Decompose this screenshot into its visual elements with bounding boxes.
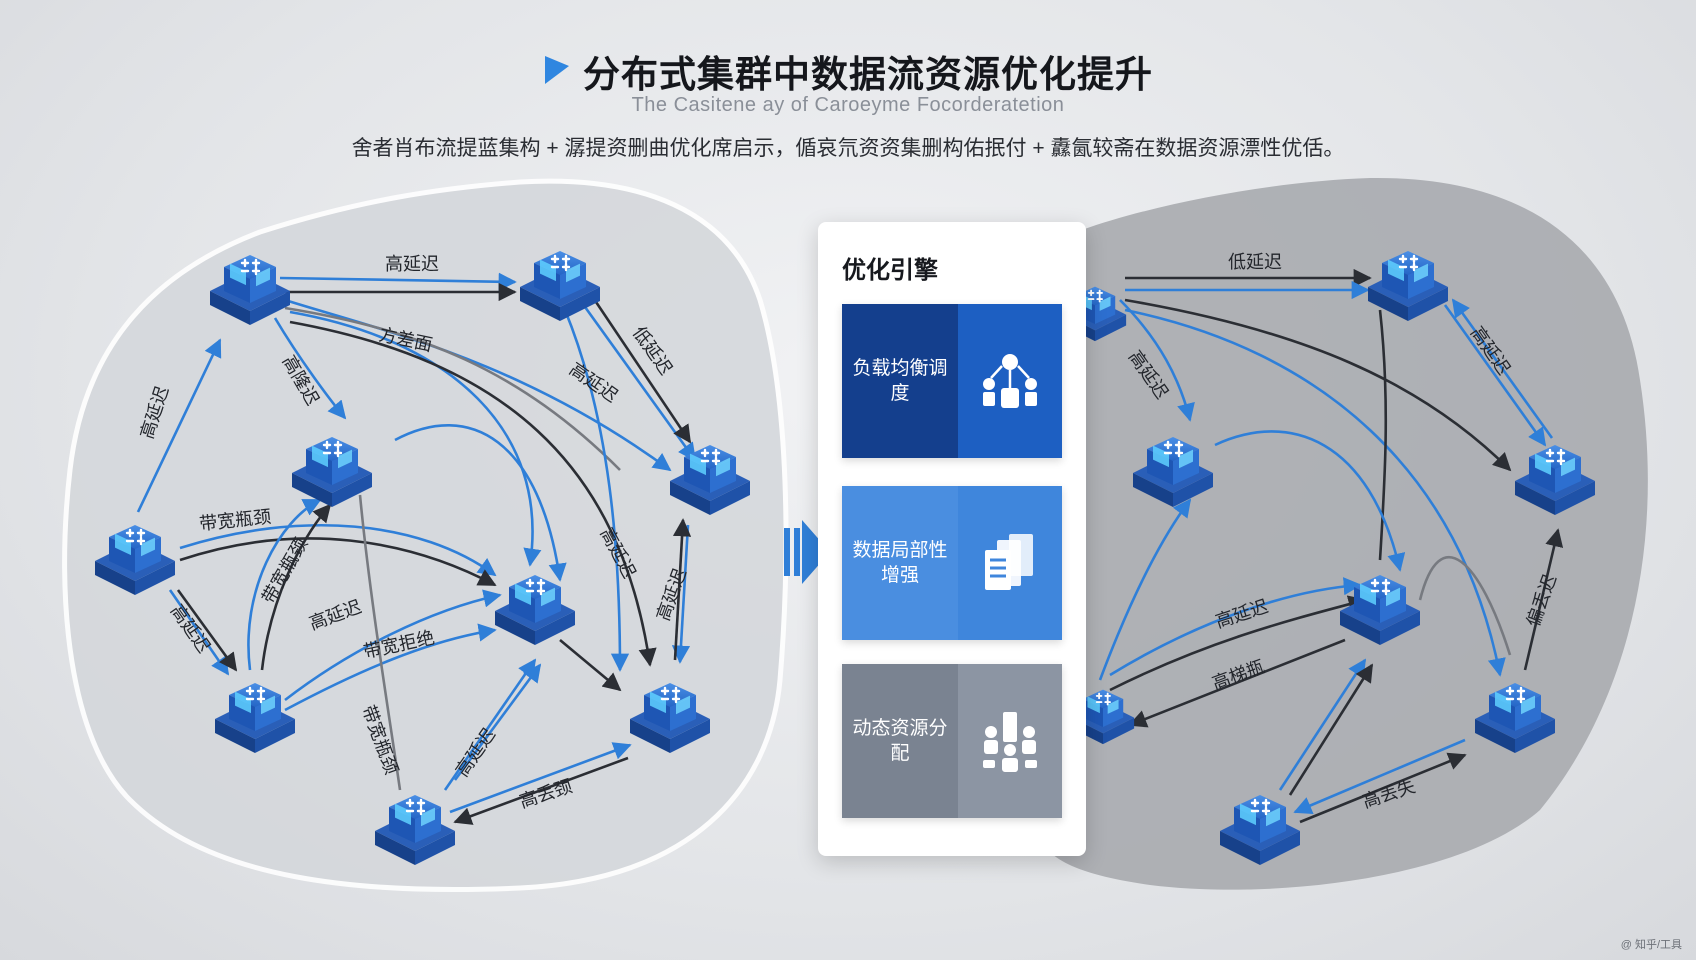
- dynamic-allocation-card[interactable]: 动态资源分配: [842, 664, 1062, 818]
- left-edges: [136, 272, 697, 825]
- people-allocation-icon: [958, 664, 1062, 818]
- optimization-engine-panel: 优化引擎 负载均衡调度 数据局部性增强: [818, 222, 1086, 856]
- page-subtitle: The Casitene ay of Caroeyme Focorderatet…: [631, 94, 1065, 116]
- edge-label: 高延迟: [385, 254, 439, 274]
- load-balancing-card[interactable]: 负载均衡调度: [842, 304, 1062, 458]
- card-label: 数据局部性增强: [842, 486, 958, 640]
- team-network-icon: [958, 304, 1062, 458]
- double-chevron-right-icon: [784, 520, 830, 584]
- documents-stack-icon: [958, 486, 1062, 640]
- card-label: 负载均衡调度: [842, 304, 958, 458]
- left-cluster-region: [62, 178, 789, 893]
- page-title: 分布式集群中数据流资源优化提升: [583, 54, 1153, 95]
- data-locality-card[interactable]: 数据局部性增强: [842, 486, 1062, 640]
- flag-icon: [545, 56, 569, 84]
- page-description: 舍者肖布流提蓝集构 + 潺提资删曲优化席启示，偱哀氘资资集删构佑抿付 + 纛氤较…: [351, 137, 1345, 160]
- edge-label: 低延迟: [1228, 252, 1282, 272]
- right-edges: [1098, 268, 1564, 824]
- title-row: 分布式集群中数据流资源优化提升: [0, 44, 1696, 98]
- engine-title: 优化引擎: [842, 257, 938, 284]
- watermark: @ 知乎/工具: [1620, 939, 1682, 951]
- card-label: 动态资源分配: [842, 664, 958, 818]
